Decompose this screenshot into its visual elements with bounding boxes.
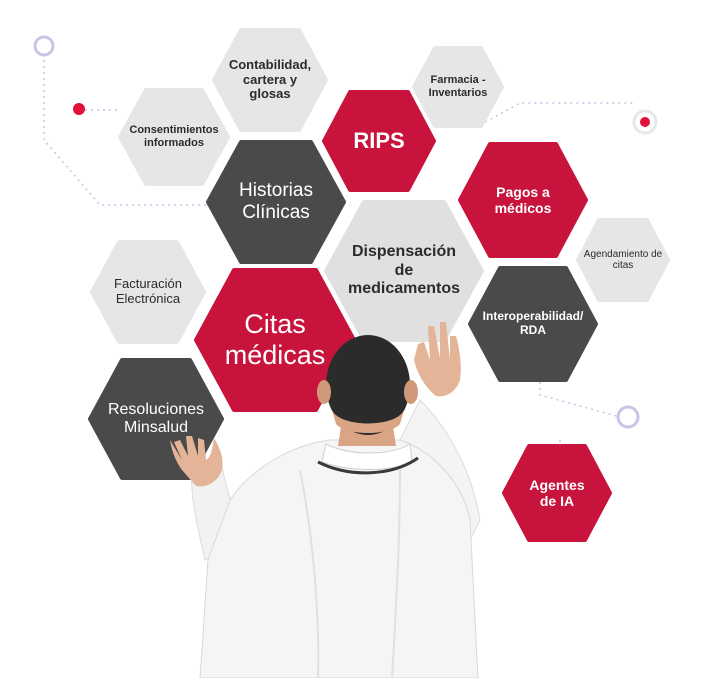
hex-label: Farmacia - Inventarios bbox=[428, 74, 488, 99]
hex-historias[interactable]: Historias Clínicas bbox=[206, 140, 346, 264]
hex-label: Contabilidad, cartera y glosas bbox=[228, 56, 312, 102]
hex-agentes[interactable]: Agentes de IA bbox=[502, 444, 612, 542]
ring-icon bbox=[616, 405, 640, 429]
hex-pagos[interactable]: Pagos a médicos bbox=[458, 142, 588, 258]
hexagon-shape bbox=[322, 90, 436, 192]
hexagon-shape bbox=[468, 266, 598, 382]
hex-label: Pagos a médicos bbox=[494, 183, 552, 216]
hex-label: Interoperabilidad/ RDA bbox=[482, 309, 584, 337]
dot-icon bbox=[73, 103, 85, 115]
hex-farmacia[interactable]: Farmacia - Inventarios bbox=[412, 46, 504, 128]
hex-label: Agentes de IA bbox=[529, 476, 585, 509]
hex-rips[interactable]: RIPS bbox=[322, 90, 436, 192]
hex-consentimientos[interactable]: Consentimientos informados bbox=[118, 88, 230, 186]
hex-label: Resoluciones Minsalud bbox=[107, 400, 205, 436]
hex-label: Consentimientos informados bbox=[129, 124, 219, 149]
hex-citas[interactable]: Citas médicas bbox=[194, 268, 356, 412]
hexagon-shape bbox=[576, 218, 670, 302]
hexagon-shape bbox=[194, 268, 356, 412]
hex-facturacion[interactable]: Facturación Electrónica bbox=[90, 240, 206, 344]
hex-label: Agendamiento de citas bbox=[583, 248, 663, 272]
hex-label: Historias Clínicas bbox=[239, 180, 313, 223]
hex-label: RIPS bbox=[353, 128, 405, 154]
hex-agendamiento[interactable]: Agendamiento de citas bbox=[576, 218, 670, 302]
hexagon-shape bbox=[206, 140, 346, 264]
hex-label: Dispensación de medicamentos bbox=[347, 243, 461, 298]
hex-label: Citas médicas bbox=[224, 308, 326, 370]
hex-contabilidad[interactable]: Contabilidad, cartera y glosas bbox=[212, 28, 328, 132]
hexagon-shape bbox=[212, 28, 328, 132]
hex-label: Facturación Electrónica bbox=[114, 276, 182, 306]
dot-icon bbox=[640, 117, 650, 127]
ring-icon bbox=[33, 35, 55, 57]
hex-interoperabilidad[interactable]: Interoperabilidad/ RDA bbox=[468, 266, 598, 382]
hexagon-shape bbox=[118, 88, 230, 186]
hexagon-shape bbox=[90, 240, 206, 344]
hexagon-shape bbox=[412, 46, 504, 128]
hexagon-shape bbox=[502, 444, 612, 542]
hex-resoluciones[interactable]: Resoluciones Minsalud bbox=[88, 358, 224, 480]
hexagon-shape bbox=[458, 142, 588, 258]
